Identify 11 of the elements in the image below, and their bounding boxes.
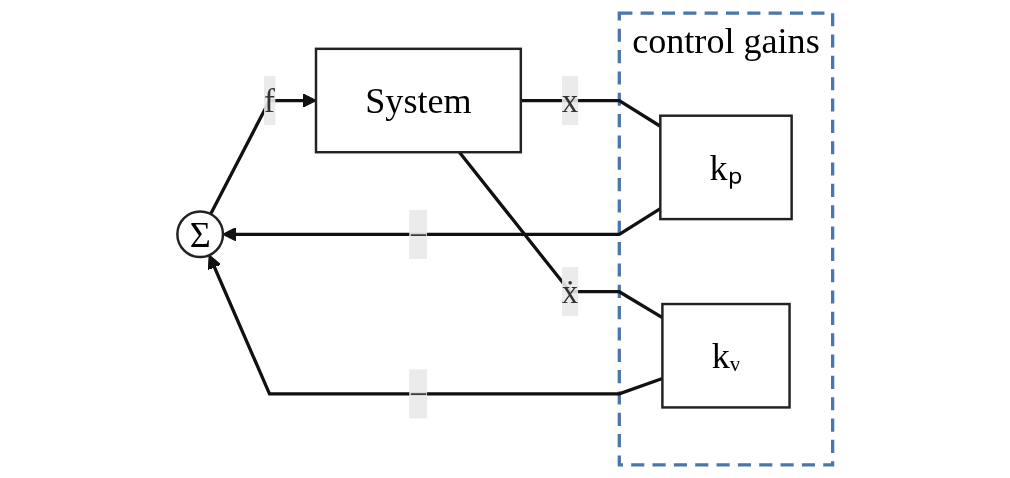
node-box: kₚ (659, 114, 793, 221)
arrow (209, 93, 317, 215)
edge-label: ẋ (561, 273, 579, 310)
edge-label: − (409, 216, 428, 253)
edge-label: − (409, 375, 428, 412)
edge-label: f (264, 82, 275, 119)
edge-label: x (561, 82, 579, 119)
node-circle: Σ (176, 210, 225, 259)
node-box: kᵥ (661, 302, 791, 409)
node-box: System (314, 47, 523, 154)
arrow (207, 254, 663, 396)
